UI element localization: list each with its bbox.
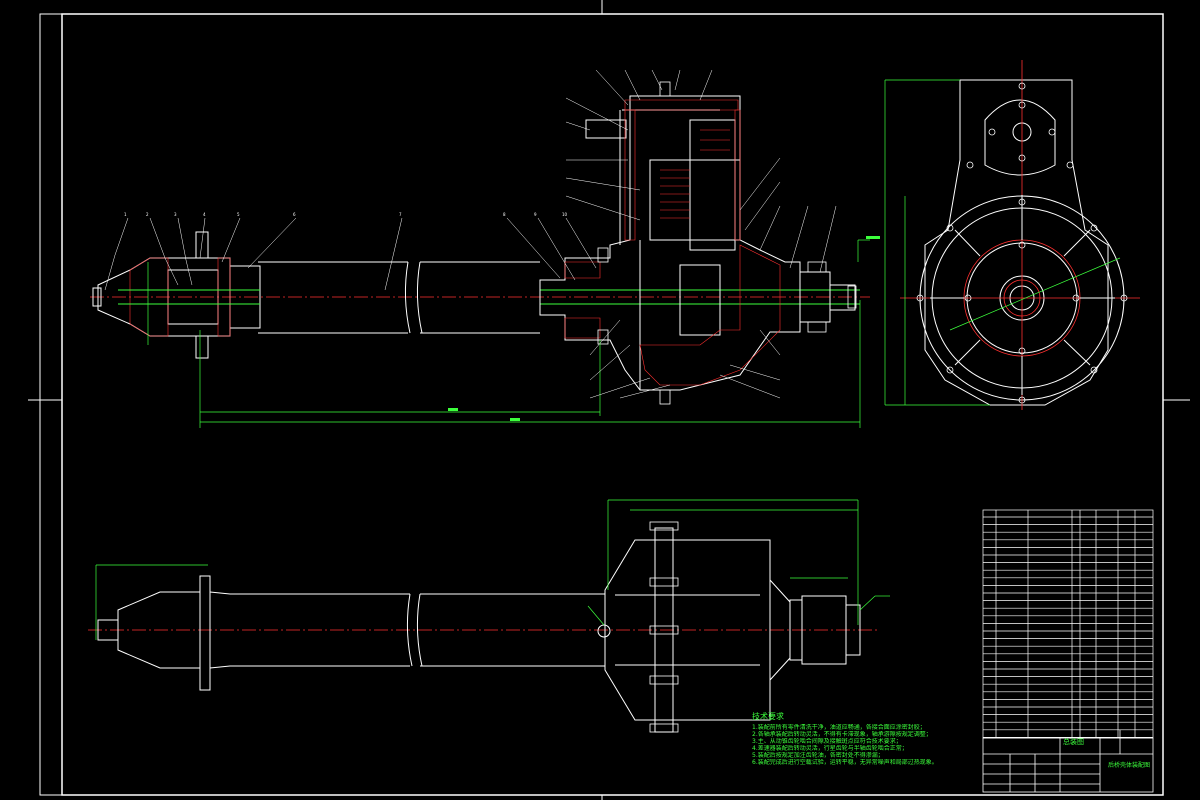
assembly-label: 总装图 (1063, 738, 1084, 746)
bottom-exterior-view (88, 499, 890, 733)
top-section-view: 1 2 3 4 5 6 7 8 9 10 (90, 69, 880, 428)
svg-text:7: 7 (399, 212, 402, 217)
tech-note-2: 2.各轴承装配后转动灵活，不得有卡滞现象，轴承游隙按规定调整； (752, 731, 932, 738)
right-side-view (884, 60, 1140, 410)
title-block (982, 730, 1154, 793)
svg-text:3: 3 (174, 212, 177, 217)
parts-list-table (982, 509, 1154, 739)
sheet-border (28, 0, 1190, 800)
svg-text:6: 6 (293, 212, 296, 217)
drawing-name: 后桥壳体装配图 (1108, 762, 1151, 769)
svg-text:9: 9 (534, 212, 537, 217)
tech-note-6: 6.装配完成后进行空载试验，运转平稳，无异常噪声和局部过热现象。 (752, 759, 938, 766)
technical-requirements-heading: 技术要求 (752, 712, 784, 721)
svg-text:5: 5 (237, 212, 240, 217)
svg-text:1: 1 (124, 212, 127, 217)
svg-text:10: 10 (562, 212, 568, 217)
technical-requirements: 技术要求 1.装配前所有零件清洗干净，油道应畅通，各接合面应涂密封胶； 2.各轴… (752, 712, 982, 766)
svg-text:2: 2 (146, 212, 149, 217)
tech-note-1: 1.装配前所有零件清洗干净，油道应畅通，各接合面应涂密封胶； (752, 724, 926, 731)
tech-note-5: 5.装配后按规定加注齿轮油，各密封处不得渗漏； (752, 752, 884, 759)
tech-note-4: 4.差速器装配后转动灵活，行星齿轮与半轴齿轮啮合正常； (752, 745, 908, 752)
svg-text:4: 4 (203, 212, 206, 217)
svg-text:8: 8 (503, 212, 506, 217)
tech-note-3: 3.主、从动锥齿轮啮合间隙及接触斑点应符合技术要求； (752, 738, 902, 745)
